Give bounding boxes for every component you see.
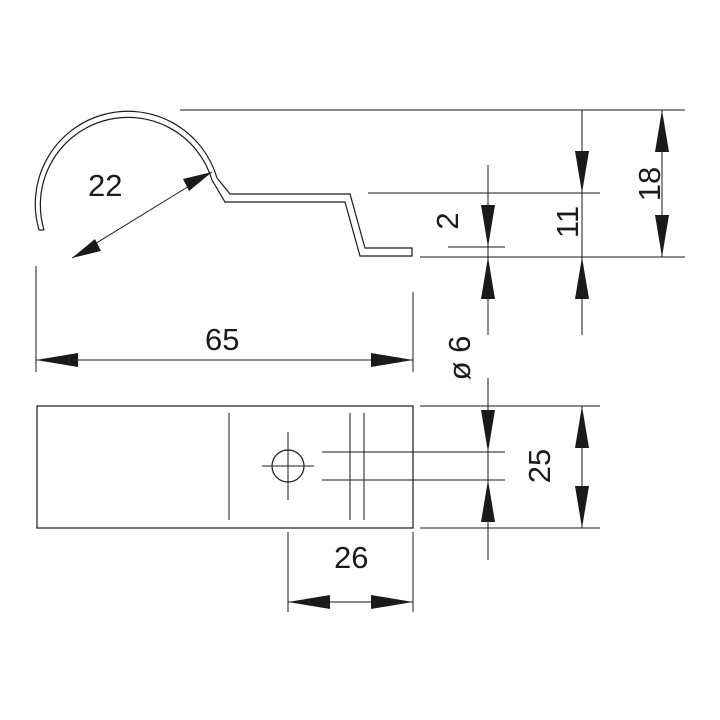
width-label: 25 <box>522 449 557 483</box>
length-dimension: 65 <box>35 266 414 372</box>
clamp-side-view <box>34 110 413 257</box>
side-extension-lines <box>180 109 685 258</box>
thickness-dimension: 2 <box>430 165 495 335</box>
height-dimension: 18 <box>632 110 669 257</box>
offset-label: 11 <box>550 206 585 238</box>
hole-position-label: 26 <box>334 540 368 575</box>
offset-dimension: 11 <box>550 110 589 335</box>
length-label: 65 <box>205 322 239 357</box>
hole-label: ø 6 <box>442 336 477 381</box>
height-label: 18 <box>632 167 667 201</box>
clamp-top-view <box>36 405 414 529</box>
thickness-label: 2 <box>430 212 465 229</box>
width-dimension: 25 <box>420 405 600 529</box>
hole-dimension: ø 6 <box>322 336 505 560</box>
hole-position-dimension: 26 <box>287 532 414 612</box>
diameter-label: 22 <box>88 168 122 203</box>
diameter-dimension: 22 <box>71 168 213 259</box>
